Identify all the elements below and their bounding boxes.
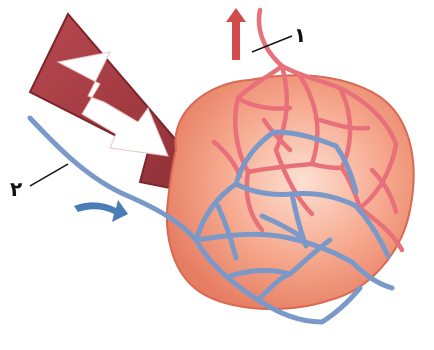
label-1: ۱: [294, 23, 306, 47]
label-2: ۲: [10, 177, 22, 201]
flow-arrow-right-icon: [74, 200, 128, 222]
leader-line-2: [30, 164, 68, 186]
leader-line-1: [252, 36, 292, 52]
flow-arrow-up-icon: [226, 8, 246, 60]
